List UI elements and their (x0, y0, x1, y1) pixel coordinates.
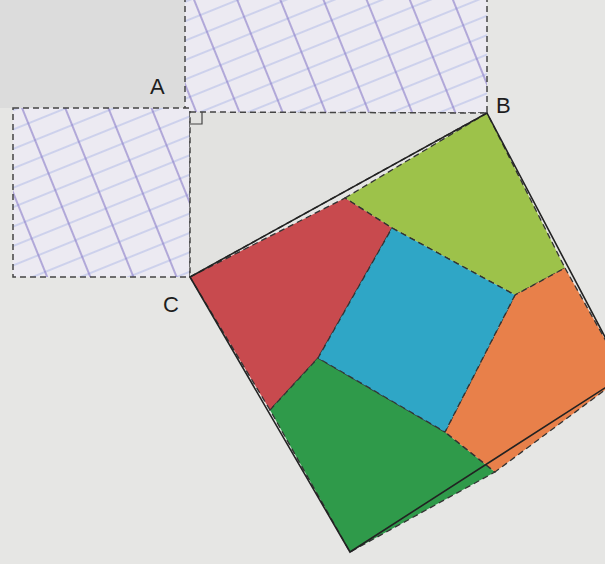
leg-square (13, 108, 190, 277)
right-angle-mark (190, 112, 202, 124)
hypotenuse-square (190, 113, 605, 552)
center-square (318, 228, 515, 432)
leg-square (185, 0, 487, 113)
vertex-label: C (163, 294, 179, 316)
shadow-area (0, 0, 185, 108)
vertex-label: A (150, 76, 165, 98)
vertex-label: B (496, 95, 511, 117)
